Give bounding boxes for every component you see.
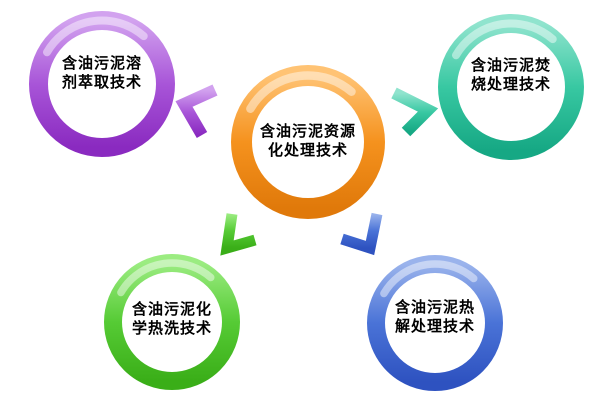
ring-bottom-right [367, 255, 503, 391]
node-label-center-line2: 化处理技术 [267, 143, 349, 159]
ring-center-gloss [237, 71, 379, 213]
node-label-top-left-line2: 剂萃取技术 [61, 75, 143, 91]
node-label-top-right: 含油污泥焚 烧处理技术 [471, 57, 551, 95]
node-label-bottom-left: 含油污泥化 学热洗技术 [132, 301, 212, 339]
ring-top-right-gloss [443, 19, 579, 155]
arrow-down-right-icon [340, 212, 383, 256]
ring-top-right [438, 14, 584, 160]
arrow-left-icon [175, 84, 218, 139]
node-label-bottom-left-line2: 学热洗技术 [131, 321, 213, 337]
ring-bottom-left-band [104, 254, 240, 390]
ring-top-left-band [29, 11, 175, 157]
node-label-center-line1: 含油污泥资源 [259, 124, 357, 140]
ring-top-left-gloss [34, 16, 170, 152]
node-label-top-left: 含油污泥溶 剂萃取技术 [62, 55, 142, 93]
ring-center-band [231, 65, 385, 219]
node-label-top-right-line1: 含油污泥焚 [470, 58, 552, 74]
ring-bottom-right-gloss [372, 260, 498, 386]
node-label-top-right-line2: 烧处理技术 [470, 77, 552, 93]
ring-bottom-left-gloss [109, 259, 235, 385]
arrow-right-icon [391, 87, 439, 137]
node-label-top-left-line1: 含油污泥溶 [61, 56, 143, 72]
ring-center [231, 65, 385, 219]
node-label-bottom-right-line1: 含油污泥热 [394, 300, 476, 316]
node-label-center: 含油污泥资源 化处理技术 [260, 123, 356, 161]
node-label-bottom-right-line2: 解处理技术 [394, 319, 476, 335]
arrow-down-left-icon [220, 213, 257, 256]
node-label-bottom-left-line1: 含油污泥化 [131, 302, 213, 318]
ring-top-right-band [438, 14, 584, 160]
ring-bottom-left [104, 254, 240, 390]
ring-bottom-right-band [367, 255, 503, 391]
node-label-bottom-right: 含油污泥热 解处理技术 [395, 299, 475, 337]
ring-top-left [29, 11, 175, 157]
